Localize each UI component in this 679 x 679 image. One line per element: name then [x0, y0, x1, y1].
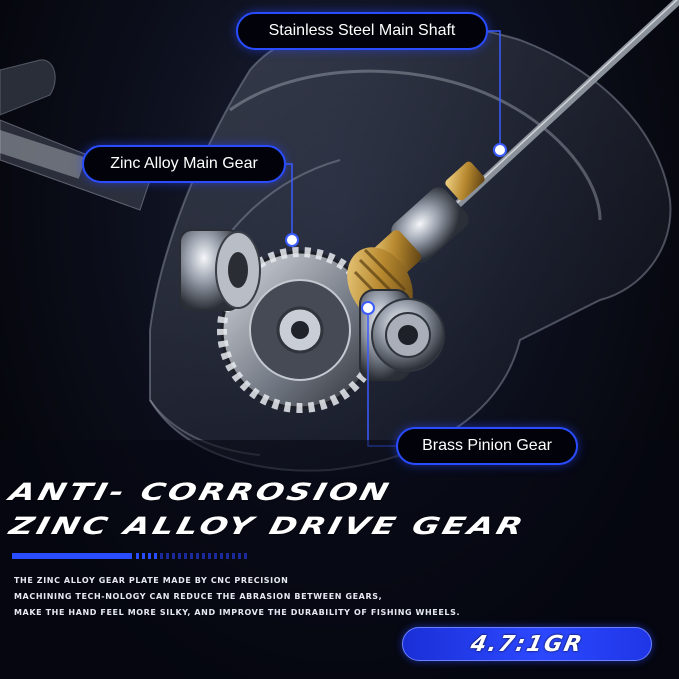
right-bearing-shape [359, 289, 445, 381]
main-gear-shape [217, 247, 383, 413]
left-bearing-shape [179, 229, 261, 311]
description-line-2: MACHINING TECH-NOLOGY CAN REDUCE THE ABR… [14, 592, 383, 601]
callout-pinion-gear: Brass Pinion Gear [396, 427, 578, 465]
callout-main-shaft-label: Stainless Steel Main Shaft [268, 22, 456, 39]
brass-collar-shape [445, 161, 485, 201]
description-line-1: THE ZINC ALLOY GEAR PLATE MADE BY CNC PR… [14, 576, 289, 585]
callout-main-gear: Zinc Alloy Main Gear [82, 145, 286, 183]
callout-pinion-gear-label: Brass Pinion Gear [422, 437, 552, 454]
gear-ratio-text: 4.7:1GR [468, 631, 586, 657]
gear-ratio-badge: 4.7:1GR [402, 627, 652, 661]
handle-arm-shape [0, 59, 151, 211]
description-line-3: MAKE THE HAND FEEL MORE SILKY, AND IMPRO… [14, 608, 461, 617]
headline-line-2: ZINC ALLOY DRIVE GEAR [6, 511, 529, 540]
callout-main-shaft: Stainless Steel Main Shaft [236, 12, 488, 50]
callout-main-gear-label: Zinc Alloy Main Gear [110, 155, 258, 172]
headline-line-1: ANTI- CORROSION [6, 477, 395, 506]
decorative-meter-bar [12, 553, 247, 559]
